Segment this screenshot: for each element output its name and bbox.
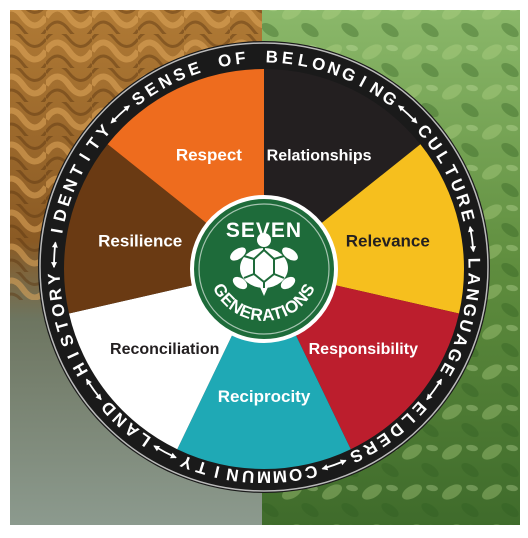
- ring-letter: A: [464, 272, 484, 285]
- center-disc-inner-line: [198, 203, 330, 335]
- ring-letter: U: [241, 466, 255, 486]
- ring-letter: N: [462, 287, 482, 302]
- ring-letter: N: [225, 464, 240, 485]
- segment-label-relationships: Relationships: [267, 148, 372, 165]
- ring-double-arrow-icon: [426, 378, 443, 401]
- segment-label-reconciliation: Reconciliation: [110, 341, 219, 358]
- ring-letter: I: [212, 462, 221, 482]
- ring-double-arrow-icon: [51, 241, 58, 269]
- ring-letter: L: [464, 258, 483, 269]
- ring-letter: E: [281, 48, 294, 68]
- ring-letter: E: [457, 207, 478, 223]
- ring-letter: R: [452, 191, 474, 209]
- ring-letter: Y: [44, 272, 64, 285]
- segment-label-responsibility: Responsibility: [309, 341, 418, 358]
- ring-letter: I: [47, 227, 67, 235]
- turtle-icon: [230, 233, 298, 296]
- ring-arrows: [51, 105, 476, 471]
- ring-letter: F: [234, 48, 246, 68]
- ring-letter: M: [257, 468, 271, 487]
- ring-letter: O: [310, 53, 328, 75]
- center-title-seven: SEVEN: [226, 219, 302, 242]
- segment-label-reciprocity: Reciprocity: [218, 387, 311, 406]
- ring-double-arrow-icon: [321, 459, 347, 471]
- ring-letter: R: [46, 287, 66, 302]
- ring-letter: O: [48, 302, 69, 319]
- segment-reciprocity: [177, 269, 351, 469]
- ring-letter: B: [265, 47, 278, 66]
- ring-letter: U: [455, 317, 477, 334]
- ring-letter: M: [272, 466, 288, 486]
- ring-letter: D: [50, 207, 71, 224]
- ring-double-arrow-icon: [153, 445, 177, 459]
- ring-letter: G: [459, 302, 480, 319]
- ring-letter: N: [325, 58, 343, 80]
- outer-ring-line: [39, 42, 489, 492]
- ring-double-arrow-icon: [110, 105, 130, 124]
- ring-letter: C: [303, 461, 319, 482]
- ring-letter: O: [288, 464, 304, 485]
- ring-letter: O: [216, 50, 233, 71]
- ring-double-arrow-icon: [85, 378, 102, 401]
- segment-labels: RelationshipsRelevanceResponsibilityReci…: [98, 146, 430, 406]
- ring-letter: L: [296, 50, 310, 71]
- ring-double-arrow-icon: [398, 105, 418, 124]
- segment-label-respect: Respect: [176, 146, 242, 165]
- center-emblem: SEVEN GENERATIONS: [190, 195, 338, 343]
- segment-label-resilience: Resilience: [98, 232, 182, 251]
- segment-label-relevance: Relevance: [346, 232, 430, 251]
- ring-double-arrow-icon: [468, 225, 476, 253]
